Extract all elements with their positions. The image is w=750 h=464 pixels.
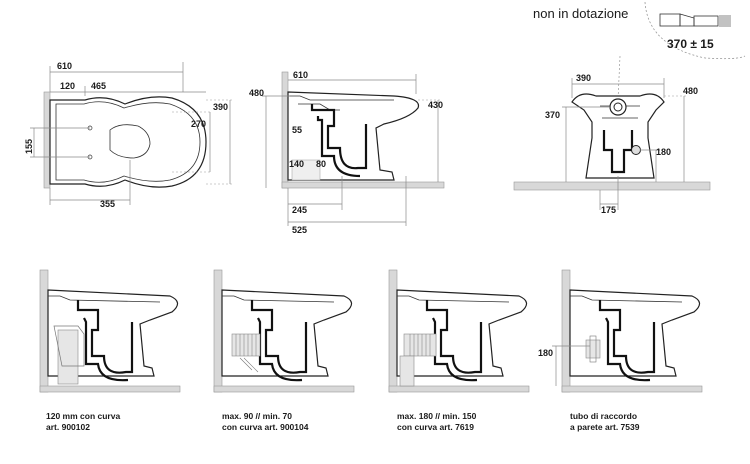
toilet-profile [287,91,420,181]
outlet-area [291,159,321,181]
accessory-callout: non in dotazione 370 ± 15 [533,1,746,101]
dim-55: 55 [292,125,302,135]
dim-610: 610 [293,70,308,80]
wall [281,71,289,189]
variant-2-line-1: max. 90 // min. 70 [222,411,292,421]
variant-1-line-2: art. 900102 [46,422,90,432]
variant-4-line-2: a parete art. 7539 [570,422,640,432]
dim-140: 140 [289,159,304,169]
wall [43,91,51,189]
floor [513,181,711,191]
dim-430: 430 [428,100,443,110]
callout-dimension: 370 ± 15 [667,37,714,51]
variant-3-line-1: max. 180 // min. 150 [397,411,477,421]
dim-465: 465 [91,81,106,91]
dim-80: 80 [316,159,326,169]
callout-dashed-border [644,1,746,60]
variant-view-4: 180 tubo di raccordo a parete art. 7539 [538,269,703,432]
dim-120: 120 [60,81,75,91]
bowl-opening [109,124,151,159]
dim-390: 390 [213,102,228,112]
rear-profile [571,93,665,179]
bowl-outline [49,96,207,188]
dim-270: 270 [191,119,206,129]
toilet-profile [47,289,179,377]
callout-note: non in dotazione [533,6,628,21]
bowl-inner-rim [55,101,201,183]
wall-connector-pipe [585,335,601,363]
dim-610: 610 [57,61,72,71]
drain-pipe [57,329,79,385]
variant-4-line-1: tubo di raccordo [570,411,637,421]
trap-outline [602,130,634,174]
toilet-profile [221,289,353,377]
dim-175: 175 [601,205,616,215]
floor [281,181,445,189]
variant-1-line-1: 120 mm con curva [46,411,120,421]
dim-155: 155 [24,139,34,154]
variant-2-line-2: con curva art. 900104 [222,422,309,432]
variant-3-line-2: con curva art. 7619 [397,422,474,432]
toilet-profile [396,289,528,377]
trap-channel [310,104,368,170]
toilet-profile [569,289,701,377]
variant-view-2: max. 90 // min. 70 con curva art. 900104 [213,269,355,432]
dim-480: 480 [249,88,264,98]
adapter-tube-icon [659,13,731,27]
dim-355: 355 [100,199,115,209]
side-view: 610 480 430 55 140 80 245 525 [249,70,445,235]
dim-525: 525 [292,225,307,235]
dim-180: 180 [538,348,553,358]
variant-view-3: max. 180 // min. 150 con curva art. 7619 [388,269,530,432]
bend-connector [231,333,261,373]
outlet-hole [631,145,641,155]
rear-view: 390 480 370 180 175 [513,73,711,215]
variant-view-1: 120 mm con curva art. 900102 [39,269,181,432]
dim-480: 480 [683,86,698,96]
dim-180: 180 [656,147,671,157]
dim-245: 245 [292,205,307,215]
bend-connector [399,333,437,387]
dim-370: 370 [545,110,560,120]
dim-390: 390 [576,73,591,83]
top-view: 610 120 465 390 270 155 355 [24,61,232,209]
callout-leader-line [617,55,621,101]
